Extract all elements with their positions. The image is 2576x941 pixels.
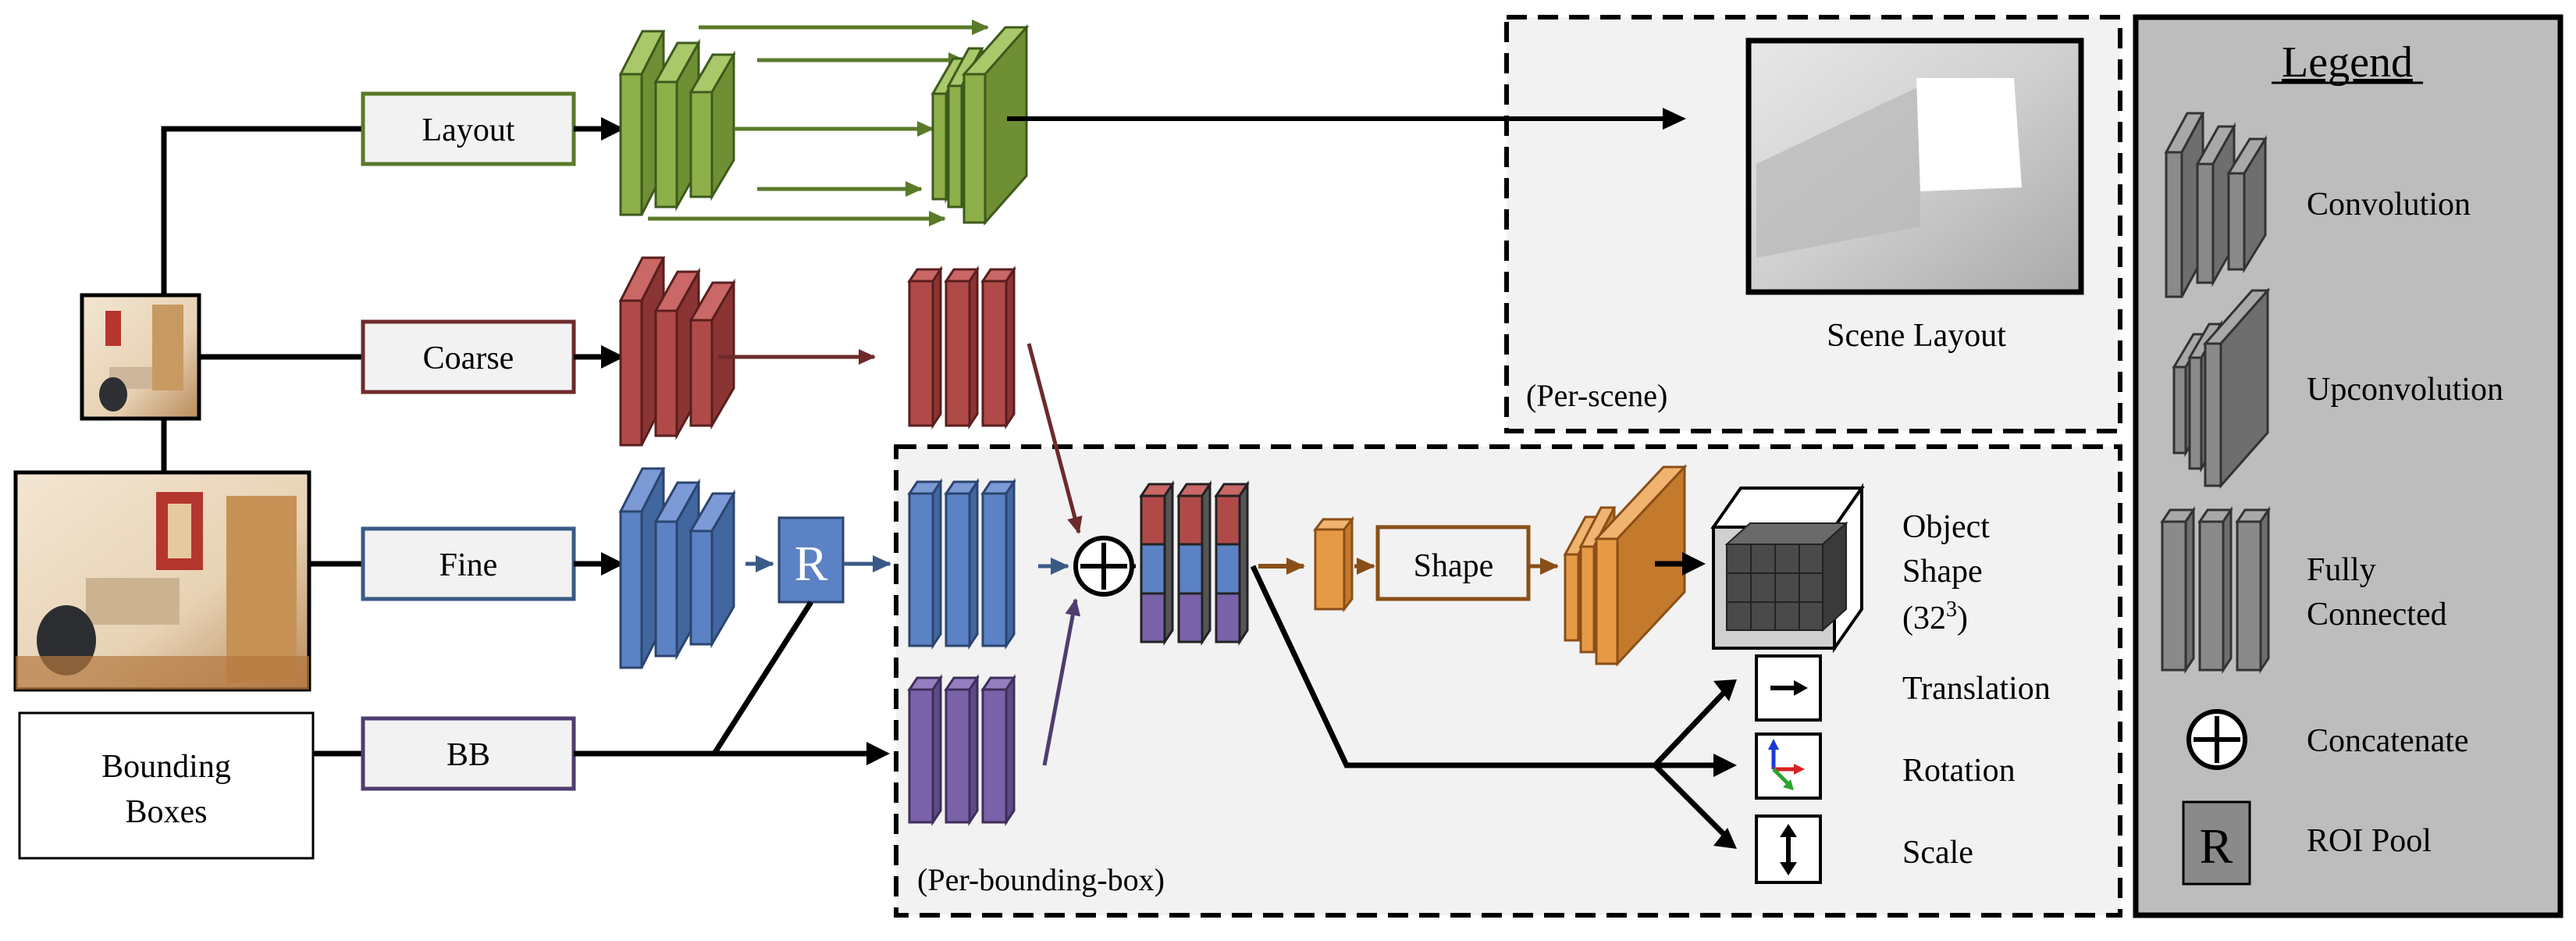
shape-fc-block (1312, 515, 1355, 613)
coarse-fc-block (907, 266, 1016, 430)
layout-conv-block (618, 30, 736, 216)
shape-upconv-block (1563, 464, 1688, 667)
per-bounding-box-label: (Per-bounding-box) (917, 862, 1165, 897)
shape-box: Shape (1375, 525, 1531, 601)
svg-text:R: R (2200, 818, 2233, 874)
per-scene-label: (Per-scene) (1526, 378, 1667, 413)
legend-title: Legend (2282, 38, 2413, 87)
layout-upconv-block (930, 24, 1030, 226)
legend-concatenate-icon (2186, 709, 2247, 770)
coarse-conv-block (618, 256, 736, 447)
bounding-boxes-input: Bounding Boxes (18, 711, 315, 860)
legend-convolution-label: Convolution (2307, 187, 2471, 223)
legend-roi-pool-icon: R (2182, 800, 2251, 886)
svg-text:Layout: Layout (422, 112, 515, 148)
legend-concatenate-label: Concatenate (2307, 723, 2469, 759)
per-bounding-box-region (894, 444, 2122, 918)
rotation-label: Rotation (1902, 753, 2016, 789)
legend-upconvolution-icon (2172, 287, 2271, 489)
legend-upconvolution-label: Upconvolution (2307, 372, 2503, 408)
concatenated-feature-block (1139, 480, 1250, 646)
translation-label: Translation (1902, 671, 2051, 707)
object-shape-label-2: Shape (1902, 554, 1983, 590)
svg-text:Fine: Fine (439, 547, 498, 583)
scale-label: Scale (1902, 835, 1973, 871)
legend-fully-connected-label-2: Connected (2307, 597, 2447, 633)
legend-fully-connected-icon (2160, 506, 2271, 674)
bounding-boxes-label-2: Boxes (126, 794, 208, 830)
bb-fc-block (907, 674, 1016, 826)
concatenate-symbol (1073, 536, 1134, 597)
layout-skip-arrows (648, 20, 989, 226)
legend-fully-connected-label-1: Fully (2307, 552, 2376, 588)
legend-convolution-icon (2164, 112, 2268, 298)
bounding-boxes-label-1: Bounding (101, 749, 231, 785)
object-shape-label-3: (323) (1902, 597, 1968, 636)
object-shape-voxel-cube (1710, 483, 1865, 654)
fine-fc-block (907, 478, 1016, 650)
coarse-box: Coarse (361, 319, 576, 394)
input-connectors (161, 126, 363, 757)
scene-layout-caption: Scene Layout (1827, 318, 2006, 354)
input-image-large (13, 470, 311, 692)
object-shape-label-1: Object (1902, 509, 1990, 545)
layout-box: Layout (361, 91, 576, 166)
legend-roi-pool-label: ROI Pool (2307, 823, 2432, 859)
fine-box: Fine (361, 526, 576, 601)
rotation-icon (1755, 732, 1822, 800)
svg-text:BB: BB (447, 737, 490, 773)
svg-text:R: R (795, 536, 828, 591)
scale-icon (1755, 814, 1822, 884)
bb-box: BB (361, 716, 576, 791)
scene-layout-image (1745, 37, 2084, 295)
fine-conv-block (618, 467, 736, 669)
svg-text:Coarse: Coarse (423, 340, 514, 376)
input-image-small (80, 293, 201, 421)
translation-icon (1755, 654, 1822, 722)
svg-text:Shape: Shape (1414, 548, 1494, 584)
roi-pool-box: R (777, 516, 845, 604)
